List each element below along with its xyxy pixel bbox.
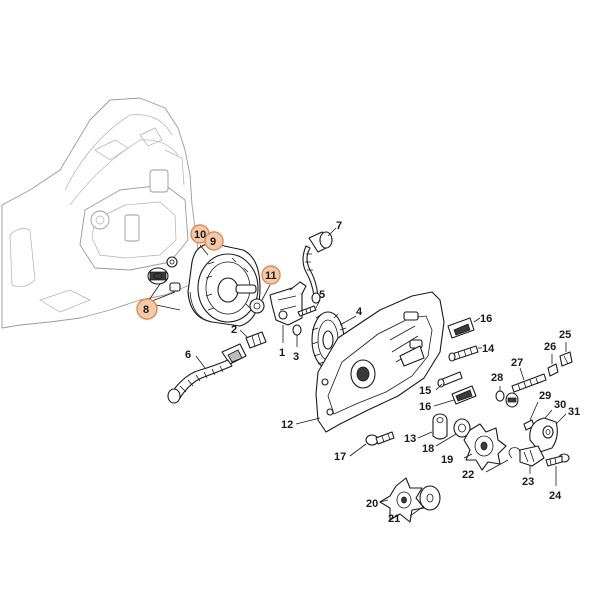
callout-8-highlight (136, 298, 158, 320)
part-15-pin (435, 371, 463, 391)
part-31-tensioner-plate (529, 413, 567, 453)
label-10: 10 (194, 229, 206, 241)
highlighted-callouts (136, 224, 281, 320)
label-13: 13 (404, 433, 416, 445)
part-1-oil-pump (269, 281, 307, 343)
label-4: 4 (356, 306, 363, 318)
label-3: 3 (293, 351, 299, 363)
label-9: 9 (210, 236, 216, 248)
label-15: 15 (419, 385, 431, 397)
label-6: 6 (185, 349, 191, 361)
part-6-suction-hose (167, 343, 247, 404)
part-14-stud (448, 345, 482, 362)
part-21-disc-washer (409, 485, 441, 517)
label-7: 7 (336, 220, 342, 232)
part-7-oil-line (302, 227, 337, 304)
part-11-washer (249, 284, 271, 314)
part-10-ring (166, 256, 178, 268)
part-2-hose-fitting (239, 329, 267, 349)
label-27: 27 (511, 357, 523, 369)
label-2: 2 (231, 324, 237, 336)
part-19-spur-gear (463, 423, 507, 471)
label-25: 25 (559, 329, 571, 341)
label-8: 8 (143, 304, 149, 316)
label-20: 20 (366, 498, 378, 510)
part-18-washer (435, 418, 471, 447)
label-23: 23 (522, 476, 534, 488)
label-24: 24 (549, 490, 562, 502)
part-24-screw (545, 453, 570, 486)
label-22: 22 (462, 469, 474, 481)
part-23-gear-segment (519, 445, 545, 474)
label-30: 30 (554, 399, 566, 411)
part-3-washer (292, 324, 302, 347)
part-13-bushing (417, 413, 448, 440)
label-11: 11 (265, 270, 277, 282)
part-9-clutch-drum (187, 243, 261, 327)
label-16-lower: 16 (419, 401, 431, 413)
part-20-sprocket (379, 477, 425, 523)
part-22-circlip (485, 447, 521, 473)
callout-11-highlight (261, 265, 281, 285)
label-16-top: 16 (480, 313, 492, 325)
label-28: 28 (491, 372, 503, 384)
part-17-screw (349, 431, 395, 457)
callout-labels: 10 9 11 8 7 5 4 2 1 3 6 16 14 15 16 12 1… (143, 220, 580, 525)
label-31: 31 (568, 406, 580, 418)
part-8-clutch-pinion (146, 267, 181, 311)
part-12-sprocket-cover (295, 291, 445, 433)
label-21: 21 (388, 513, 400, 525)
label-1: 1 (279, 347, 285, 359)
label-12: 12 (281, 419, 293, 431)
part-26-nut (547, 354, 559, 377)
label-26: 26 (544, 341, 556, 353)
callout-9-highlight (204, 231, 224, 251)
label-18: 18 (422, 443, 434, 455)
part-25-spring-clip (559, 342, 573, 367)
label-5: 5 (319, 289, 325, 301)
label-17: 17 (334, 451, 346, 463)
part-16-slide-top (447, 317, 481, 339)
label-29: 29 (539, 390, 551, 402)
part-16-slide-lower (433, 385, 477, 407)
label-14: 14 (482, 343, 495, 355)
label-19: 19 (441, 454, 453, 466)
part-27-adjusting-screw (511, 367, 547, 393)
part-28-washer (495, 386, 519, 408)
